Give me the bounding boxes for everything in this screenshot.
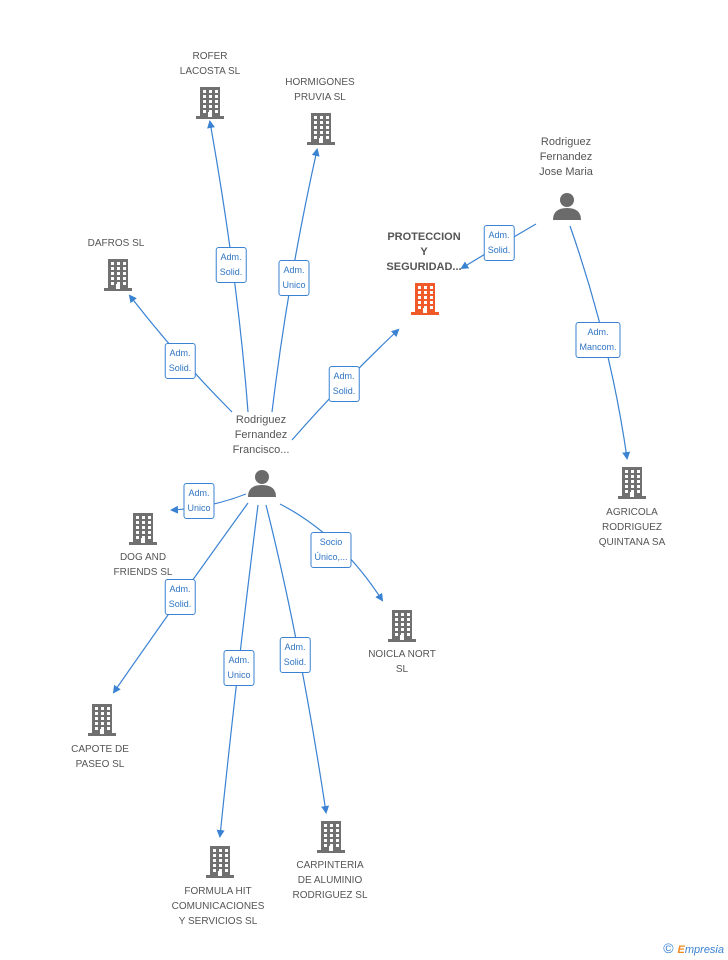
edge-label-proteccion-j[interactable]: Adm.Solid. [483, 225, 515, 261]
edge-label-agricola[interactable]: Adm.Mancom. [575, 322, 621, 358]
brand-name: mpresia [684, 944, 724, 956]
footer-brand[interactable]: ©Empresia [663, 940, 724, 956]
person-icon-francisco[interactable] [247, 468, 277, 498]
edge-label-hormigones[interactable]: Adm.Unico [278, 260, 310, 296]
building-icon-dafros[interactable] [102, 257, 134, 293]
building-icon-proteccion[interactable] [409, 281, 441, 317]
person-icon-jose-maria[interactable] [552, 191, 582, 221]
edges [112, 120, 631, 838]
building-icon-noicla[interactable] [386, 608, 418, 644]
building-icon-hormigones[interactable] [305, 111, 337, 147]
edge-label-carpinteria[interactable]: Adm.Solid. [279, 637, 311, 673]
edge-label-formula[interactable]: Adm.Unico [223, 650, 255, 686]
building-icon-agricola[interactable] [616, 465, 648, 501]
building-icon-formula[interactable] [204, 844, 236, 880]
node-dafros[interactable]: DAFROS SL [87, 238, 145, 249]
edge-label-proteccion-f[interactable]: Adm.Solid. [328, 366, 360, 402]
edge-label-dog[interactable]: Adm.Unico [183, 483, 215, 519]
copyright-icon: © [663, 940, 674, 956]
edge-label-dafros[interactable]: Adm.Solid. [164, 343, 196, 379]
building-icon-capote[interactable] [86, 702, 118, 738]
edge-label-rofer[interactable]: Adm.Solid. [215, 247, 247, 283]
brand-initial: E [677, 944, 685, 956]
building-icon-carpinteria[interactable] [315, 819, 347, 855]
building-icon-rofer[interactable] [194, 85, 226, 121]
edge-label-capote[interactable]: Adm.Solid. [164, 579, 196, 615]
building-icon-dog[interactable] [127, 511, 159, 547]
